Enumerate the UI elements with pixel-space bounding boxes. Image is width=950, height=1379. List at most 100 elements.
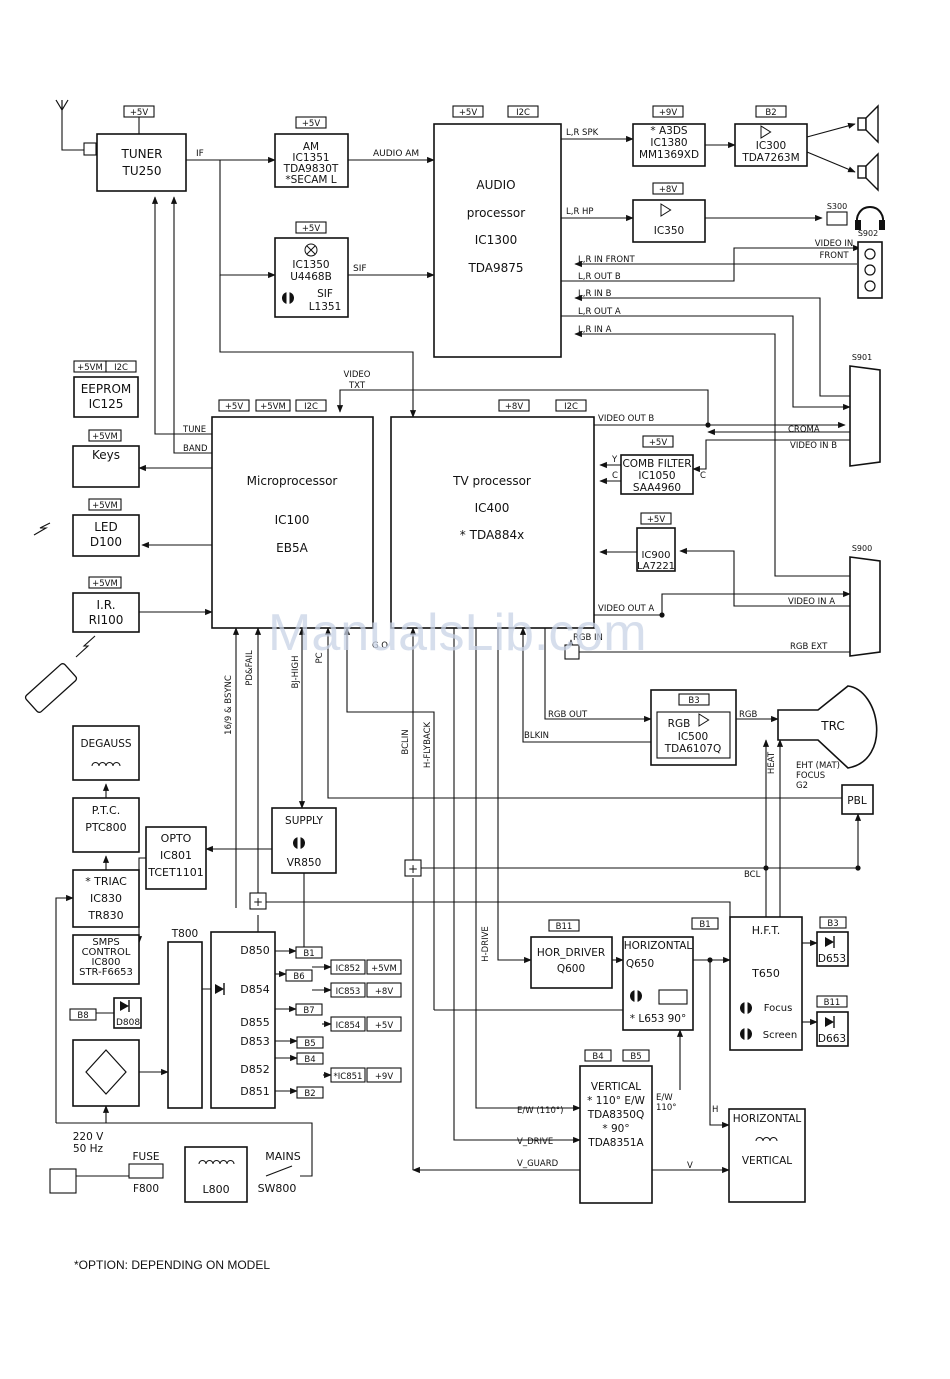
wire-video-in-a-sw [679, 547, 850, 607]
signal-label-11: BAND [183, 444, 208, 454]
hor-driver-text-line-0: HOR_DRIVER [537, 947, 605, 959]
pbl-label: PBL [847, 795, 867, 807]
am-text-line-1: IC1351 [292, 152, 329, 164]
tvproc-supply-8v-tag [498, 399, 530, 412]
ic900-text-line-1: LA7221 [637, 561, 675, 572]
opto-text-line-0: OPTO [161, 832, 192, 845]
vertical-signal-3: PC [315, 652, 325, 663]
signal-label-14: VIDEO IN B [790, 441, 837, 451]
wire-lr-out-b [561, 244, 861, 282]
triac-text-line-0: * TRIAC [85, 875, 127, 888]
speaker-wire-left [806, 122, 856, 138]
eeprom-text-line-1: IC125 [89, 397, 124, 411]
headphones-icon-left [855, 220, 861, 230]
ir-text-line-1: RI100 [89, 613, 124, 627]
a3ds-supply: +9V [659, 108, 678, 118]
video-in-front-2: FRONT [819, 251, 849, 261]
tvproc-supply-8v: +8V [505, 402, 524, 412]
hv-yoke-block [728, 1108, 806, 1203]
s300-label: S300 [827, 202, 847, 211]
video-in-front-1: VIDEO IN [815, 239, 854, 249]
regulator-rail-2: +5V [375, 1021, 394, 1031]
rail-b7: B7 [303, 1006, 314, 1016]
regulator-name-3: *IC851 [334, 1072, 363, 1082]
rectifier-block [210, 931, 276, 1109]
degauss-label: DEGAUSS [80, 738, 131, 750]
signal-label-28: V_DRIVE [517, 1137, 553, 1147]
keys-supply: +5VM [92, 432, 118, 442]
smps-block [72, 934, 140, 985]
vertical-signal-5: H-FLYBACK [423, 721, 433, 768]
rgb-part: TDA6107Q [664, 743, 721, 755]
hv-horizontal-coil-icon [755, 1137, 778, 1142]
eht-2: FOCUS [796, 771, 825, 781]
s900-scart [849, 556, 881, 657]
trc-label: TRC [820, 719, 844, 733]
ic1350-supply: +5V [302, 224, 321, 234]
rail-b4-tag [296, 1052, 324, 1065]
d653-supply-tag [819, 916, 847, 929]
wire-blkin [519, 627, 651, 743]
s901-label: S901 [852, 353, 872, 362]
mains-voltage: 220 V [73, 1131, 104, 1143]
ic1350-part: U4468B [290, 271, 332, 283]
a3ds-text-line-0: * A3DS [650, 125, 688, 137]
rgb-name: RGB [668, 718, 691, 730]
vertical-text-line-0: VERTICAL [591, 1081, 641, 1093]
speaker-right-icon [857, 165, 867, 179]
ic1350-sif: SIF [317, 288, 333, 300]
summing-plus-2: + [408, 862, 418, 876]
summing-node-1 [249, 892, 267, 910]
summing-node-2 [404, 859, 422, 877]
signal-label-12: VIDEO OUT B [598, 414, 654, 424]
signal-label-18: VIDEO IN A [788, 597, 835, 607]
hor-driver-block [530, 936, 613, 989]
ic350-name: IC350 [654, 225, 684, 237]
regulator-name-0: IC852 [336, 964, 361, 974]
opto-text-line-1: IC801 [160, 849, 192, 862]
hor-driver-supply: B11 [556, 922, 573, 932]
tuner-supply: +5V [130, 108, 149, 118]
signal-label-24: RGB [739, 710, 757, 720]
tv-processor-block [390, 416, 595, 629]
regulator-out-3 [366, 1067, 402, 1083]
tuner-text-line-1: TU250 [121, 164, 161, 178]
regulator-2 [330, 1016, 366, 1032]
audio-ic: IC1300 [475, 233, 517, 247]
a3ds-text-line-1: IC1380 [650, 137, 687, 149]
horizontal-block [622, 936, 694, 1031]
diode-label-2: D855 [240, 1016, 269, 1029]
comb-text-line-0: COMB FILTER [622, 458, 691, 470]
microprocessor-block [211, 416, 374, 629]
wire-lr-out-a [561, 315, 851, 411]
ic900-text-line-0: IC900 [641, 550, 670, 561]
t800-transformer [167, 941, 203, 1109]
diode-label-3: D853 [240, 1035, 269, 1048]
vertical-text-line-3: * 90° [602, 1123, 629, 1135]
ptc-text-line-1: PTC800 [85, 821, 126, 834]
oscillator-icon-cross [306, 245, 316, 255]
antenna-feed [61, 106, 92, 151]
am-text-line-3: *SECAM L [285, 174, 336, 186]
mains-switch-icon [265, 1165, 293, 1177]
tvproc-part: * TDA884x [460, 528, 524, 542]
hft-part: T650 [751, 967, 780, 980]
vertical-signal-2: BJ-HIGH [291, 656, 301, 689]
rgb-amp-icon [698, 713, 710, 727]
signal-label-19: VIDEO OUT A [598, 604, 654, 614]
d663-block [816, 1011, 849, 1047]
ic350-supply-tag [652, 182, 684, 195]
rgb-supply-tag [678, 693, 710, 706]
vertical-text-line-4: TDA8351A [587, 1137, 644, 1149]
signal-label-17: C [700, 471, 706, 481]
video-txt-1: VIDEO [344, 370, 371, 380]
led-text-line-1: D100 [90, 535, 122, 549]
hft-supply-tag [691, 917, 719, 930]
hft-supply: B1 [699, 920, 710, 930]
signal-label-26: BCL [744, 870, 761, 880]
degauss-coil-icon [91, 762, 121, 767]
d653-supply: B3 [827, 919, 838, 929]
trc-crt-icon [777, 685, 878, 769]
antenna-icon [55, 99, 69, 112]
